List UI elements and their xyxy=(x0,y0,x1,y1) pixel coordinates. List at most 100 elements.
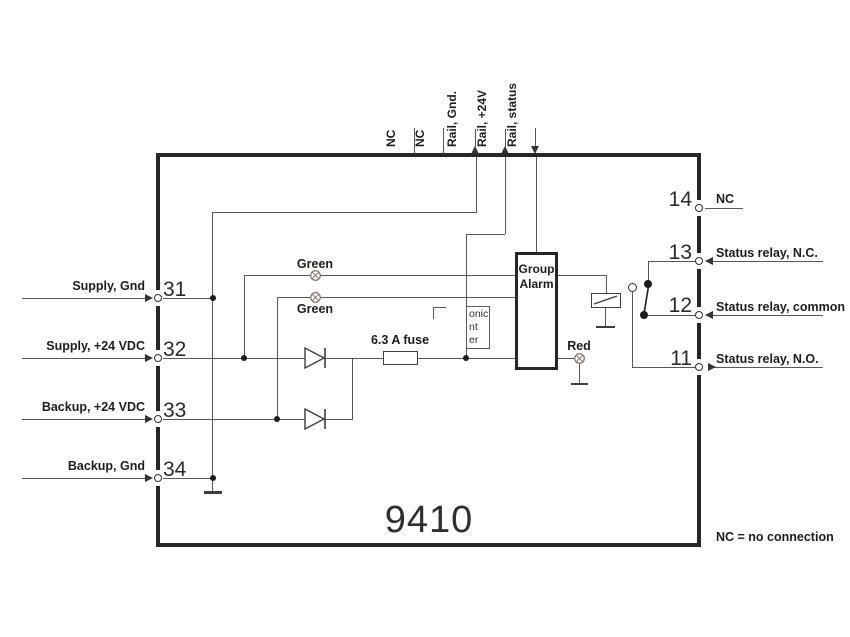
fuse xyxy=(383,351,418,365)
clipped-text-line: nt xyxy=(469,321,478,333)
relay-coil xyxy=(591,293,621,308)
wire-gnd-rail-vertical xyxy=(212,212,213,492)
wire xyxy=(708,367,823,368)
junction-dot xyxy=(274,416,280,422)
wire xyxy=(579,363,580,384)
arrow-right-icon xyxy=(145,415,153,423)
terminal-number-33: 33 xyxy=(163,399,187,422)
right-pin-label-status-nc: Status relay, N.C. xyxy=(716,246,818,260)
green-led-icon xyxy=(310,292,321,303)
wire xyxy=(535,128,536,146)
fuse-label: 6.3 A fuse xyxy=(370,333,430,347)
relay-no-contact xyxy=(628,283,637,292)
corner-fragment xyxy=(433,307,446,308)
arrow-right-icon xyxy=(145,294,153,302)
green-led-label-2: Green xyxy=(296,302,334,316)
terminal-number-31: 31 xyxy=(163,278,187,301)
junction-dot xyxy=(463,355,469,361)
wire xyxy=(22,478,148,479)
wire-terminal-33 xyxy=(160,419,353,420)
device-model-label: 9410 xyxy=(384,499,474,541)
left-pin-label-backup-gnd: Backup, Gnd xyxy=(67,459,145,473)
wire xyxy=(22,298,148,299)
wire xyxy=(244,275,245,358)
wire xyxy=(475,129,476,147)
wire xyxy=(713,261,823,262)
terminal-34 xyxy=(154,474,162,482)
terminal-number-34: 34 xyxy=(163,458,187,481)
arrow-right-icon xyxy=(145,474,153,482)
red-led-label: Red xyxy=(567,339,591,353)
relay-common-contact xyxy=(640,311,648,319)
terminal-number-12: 12 xyxy=(668,294,692,317)
wire xyxy=(605,307,606,327)
clipped-text-line: er xyxy=(469,334,479,346)
wire-rail-24v xyxy=(466,234,467,358)
wire xyxy=(277,297,278,419)
group-alarm-text-2: Alarm xyxy=(519,277,554,291)
wire-relay-coil xyxy=(557,275,606,276)
wire-rail-gnd xyxy=(212,212,477,213)
wire-terminal-32 xyxy=(160,358,384,359)
arrow-left-icon xyxy=(705,257,713,265)
left-pin-label-supply-24vdc: Supply, +24 VDC xyxy=(46,339,145,353)
top-pin-label-nc-1: NC xyxy=(384,129,398,147)
top-pin-label-nc-2: NC xyxy=(413,129,427,147)
terminal-number-13: 13 xyxy=(668,241,692,264)
wire-green-led-1 xyxy=(244,275,515,276)
wire-relay-nc xyxy=(648,261,697,262)
junction-dot xyxy=(210,475,216,481)
wire-diode-join xyxy=(352,358,353,419)
terminal-number-14: 14 xyxy=(668,188,692,211)
clipped-label-box: onic nt er xyxy=(466,306,490,349)
right-pin-label-status-no: Status relay, N.O. xyxy=(716,352,819,366)
group-alarm-text-1: Group xyxy=(518,262,555,276)
diode-supply-icon xyxy=(304,346,326,370)
junction-dot xyxy=(241,355,247,361)
wire-rail-status xyxy=(536,157,537,252)
terminal-12 xyxy=(695,311,703,319)
wire-relay-coil xyxy=(606,275,607,293)
corner-fragment xyxy=(433,307,434,319)
ground-symbol xyxy=(596,326,615,328)
top-pin-label-rail-24v: Rail, +24V xyxy=(475,89,489,147)
junction-dot xyxy=(210,295,216,301)
green-led-label-1: Green xyxy=(296,257,334,271)
left-pin-label-backup-24vdc: Backup, +24 VDC xyxy=(41,400,145,414)
terminal-32 xyxy=(154,354,162,362)
wire xyxy=(713,315,823,316)
terminal-31 xyxy=(154,294,162,302)
terminal-number-32: 32 xyxy=(163,338,187,361)
wire-rail-gnd xyxy=(476,157,477,212)
wire xyxy=(22,358,148,359)
wire-relay-no xyxy=(632,367,697,368)
wire-rail-24v xyxy=(505,157,506,234)
wire-relay-common xyxy=(644,315,697,316)
footnote-nc: NC = no connection xyxy=(716,530,834,544)
wire xyxy=(443,128,444,154)
diode-backup-icon xyxy=(304,407,326,431)
terminal-13 xyxy=(695,257,703,265)
top-pin-label-rail-gnd: Rail, Gnd. xyxy=(445,90,459,147)
device-outline xyxy=(156,153,701,547)
left-pin-label-supply-gnd: Supply, Gnd xyxy=(72,279,145,293)
relay-nc-contact xyxy=(644,280,652,288)
wire xyxy=(414,128,415,154)
wire-green-led-2 xyxy=(277,297,515,298)
wire-terminal-34 xyxy=(160,478,214,479)
arrow-left-icon xyxy=(705,311,713,319)
wire-red-led xyxy=(557,358,579,359)
ground-symbol xyxy=(204,491,222,494)
red-led-icon xyxy=(574,353,585,364)
wire xyxy=(705,208,743,209)
wire xyxy=(505,129,506,147)
terminal-33 xyxy=(154,415,162,423)
arrow-up-icon xyxy=(501,146,509,154)
wire-relay-no xyxy=(632,291,633,367)
relay-blade xyxy=(643,282,650,315)
terminal-number-11: 11 xyxy=(670,347,692,370)
arrow-up-icon xyxy=(471,146,479,154)
wire xyxy=(22,419,148,420)
right-pin-label-status-common: Status relay, common xyxy=(716,300,845,314)
